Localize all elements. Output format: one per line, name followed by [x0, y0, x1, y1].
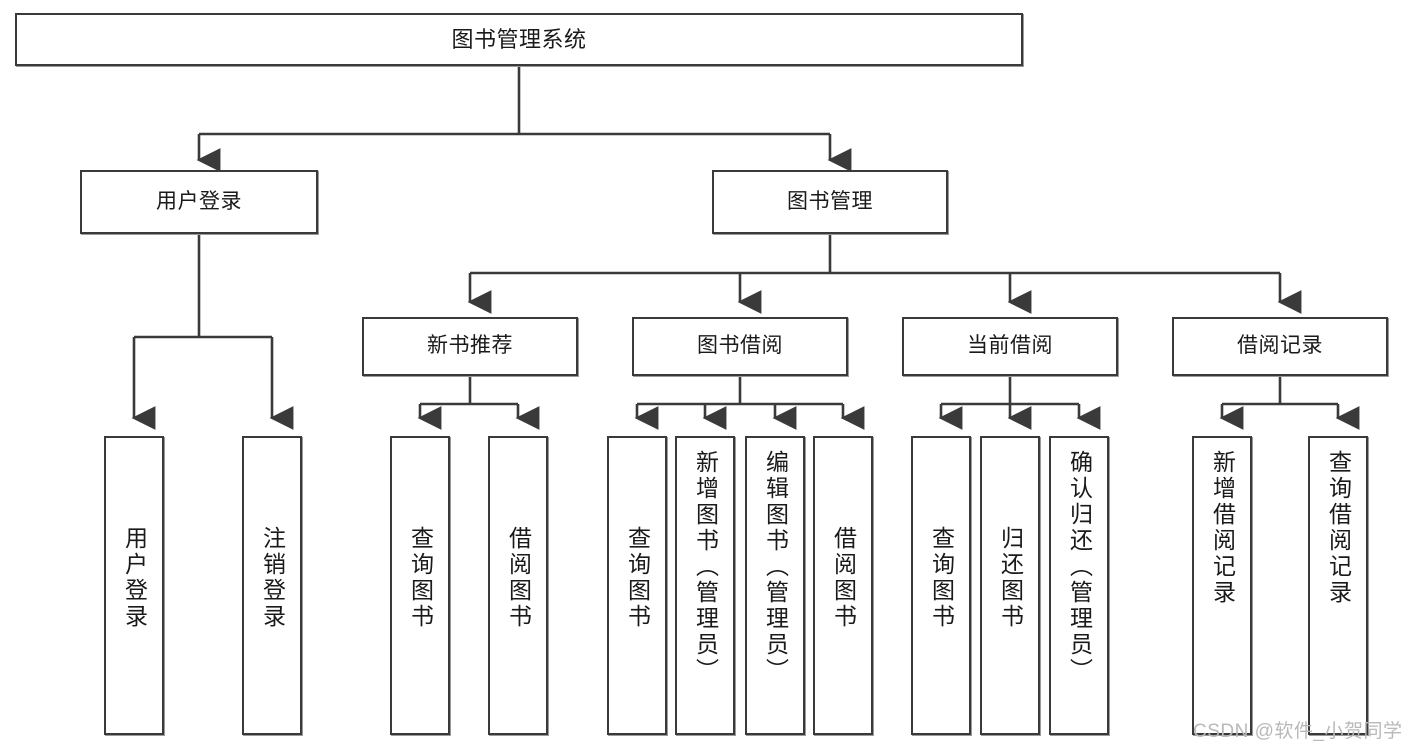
- node-label: 新书推荐: [427, 334, 513, 358]
- leaf-recommend-query-book[interactable]: 查询图书: [390, 436, 450, 735]
- node-label: 图书管理系统: [451, 26, 587, 52]
- node-label: 借阅记录: [1237, 334, 1323, 358]
- node-label: 借阅图书: [830, 526, 857, 630]
- leaf-current-query-book[interactable]: 查询图书: [911, 436, 971, 735]
- leaf-recommend-borrow-book[interactable]: 借阅图书: [488, 436, 548, 735]
- node-book-borrow[interactable]: 图书借阅: [632, 317, 848, 376]
- node-borrow-record[interactable]: 借阅记录: [1172, 317, 1388, 376]
- leaf-user-login-login[interactable]: 用户登录: [104, 436, 164, 735]
- node-label: 查询图书: [928, 526, 955, 630]
- leaf-record-query-record[interactable]: 查询借阅记录: [1308, 436, 1368, 735]
- node-book-management[interactable]: 图书管理: [712, 170, 948, 234]
- node-label: 归还图书: [997, 526, 1024, 630]
- node-label: 查询图书: [624, 526, 651, 630]
- node-label: 图书管理: [787, 189, 873, 213]
- node-label: 借阅图书: [505, 526, 532, 630]
- leaf-borrow-edit-book-admin[interactable]: 编辑图书（管理员）: [745, 436, 805, 735]
- leaf-borrow-borrow-book[interactable]: 借阅图书: [813, 436, 873, 735]
- leaf-record-add-record[interactable]: 新增借阅记录: [1192, 436, 1252, 735]
- node-new-book-recommend[interactable]: 新书推荐: [362, 317, 578, 376]
- leaf-current-confirm-return-admin[interactable]: 确认归还（管理员）: [1049, 436, 1109, 735]
- csdn-watermark: CSDN @软件_小贺同学: [1193, 721, 1403, 742]
- node-label: 新增图书（管理员）: [692, 450, 719, 684]
- leaf-borrow-query-book[interactable]: 查询图书: [607, 436, 667, 735]
- leaf-borrow-add-book-admin[interactable]: 新增图书（管理员）: [675, 436, 735, 735]
- node-user-login[interactable]: 用户登录: [80, 170, 318, 234]
- node-label: 当前借阅: [967, 334, 1053, 358]
- node-current-borrow[interactable]: 当前借阅: [902, 317, 1118, 376]
- node-label: 编辑图书（管理员）: [762, 450, 789, 684]
- node-label: 用户登录: [121, 526, 148, 630]
- leaf-current-return-book[interactable]: 归还图书: [980, 436, 1040, 735]
- node-label: 查询图书: [407, 526, 434, 630]
- node-label: 注销登录: [259, 526, 286, 630]
- node-label: 用户登录: [156, 189, 242, 213]
- node-label: 查询借阅记录: [1325, 450, 1352, 606]
- node-label: 图书借阅: [697, 334, 783, 358]
- node-root-system[interactable]: 图书管理系统: [15, 13, 1023, 66]
- node-label: 确认归还（管理员）: [1066, 450, 1093, 684]
- leaf-user-login-logout[interactable]: 注销登录: [242, 436, 302, 735]
- node-label: 新增借阅记录: [1209, 450, 1236, 606]
